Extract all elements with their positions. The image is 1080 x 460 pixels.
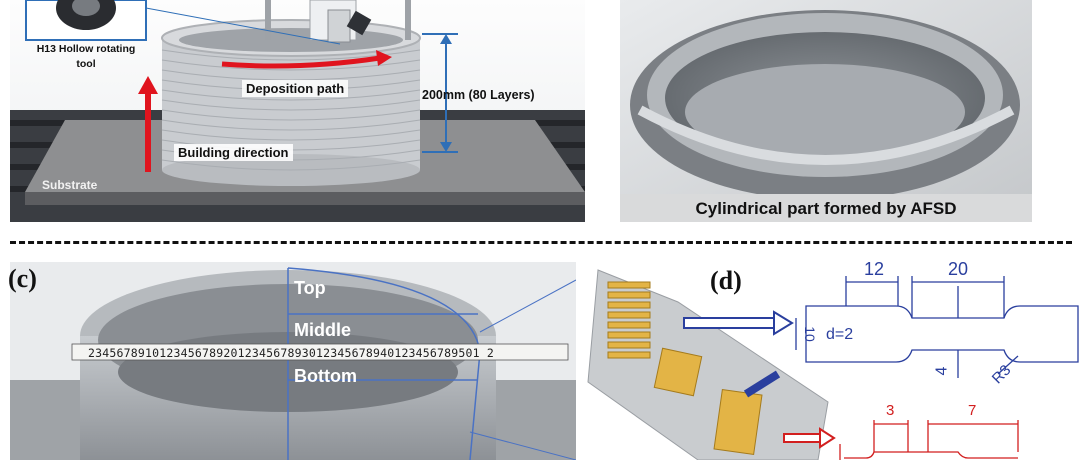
dim-12: 12 <box>864 262 885 279</box>
panel-separator <box>10 241 1072 244</box>
panel-c-photo <box>10 262 576 460</box>
extracted-specimens <box>607 281 763 456</box>
panel-b-caption: Cylindrical part formed by AFSD <box>695 199 957 218</box>
panel-c: 2345678910123456789201234567893012345678… <box>10 262 576 460</box>
dim-20: 20 <box>948 262 969 279</box>
panel-a-drawing <box>10 0 585 222</box>
ruler <box>71 343 569 361</box>
blue-arrows <box>683 310 794 398</box>
panel-b: Cylindrical part formed by AFSD <box>620 0 1032 222</box>
height-label: 200mm (80 Layers) <box>422 88 535 102</box>
red-arrow <box>783 427 836 449</box>
panel-d-drawing <box>587 269 1079 460</box>
panel-b-caption-bar <box>620 194 1032 222</box>
dim-7: 7 <box>968 402 977 419</box>
height-dimension <box>422 33 458 153</box>
section-lines <box>287 267 481 460</box>
panel-d-letter: (d) <box>710 266 742 295</box>
panel-b-photo <box>620 0 1032 222</box>
cylinder-body <box>161 19 421 186</box>
deposition-arrow <box>221 55 381 69</box>
dim-4: 4 <box>933 366 951 376</box>
building-direction-label: Building direction <box>174 144 293 161</box>
substrate-label: Substrate <box>42 178 98 192</box>
panel-d: (d) 12 20 10 d=2 4 R3 3 7 <box>578 262 1080 460</box>
panel-a: H13 Hollow rotating tool Deposition path… <box>10 0 585 222</box>
middle-label: Middle <box>294 320 351 340</box>
tool-label: H13 Hollow rotating tool <box>36 43 136 70</box>
deposition-path-label: Deposition path <box>242 80 349 97</box>
dim-10: 10 <box>801 326 818 342</box>
blue-specimen <box>795 276 1079 378</box>
bottom-label: Bottom <box>294 366 357 386</box>
red-specimen <box>839 420 1019 460</box>
ruler-markings: 2345678910123456789201234567893012345678… <box>88 346 495 360</box>
thickness-label: d=2 <box>826 326 854 343</box>
rotating-tool-assembly <box>265 0 411 43</box>
panel-c-letter: (c) <box>8 264 37 293</box>
top-label: Top <box>294 278 326 298</box>
dim-3: 3 <box>886 402 895 419</box>
